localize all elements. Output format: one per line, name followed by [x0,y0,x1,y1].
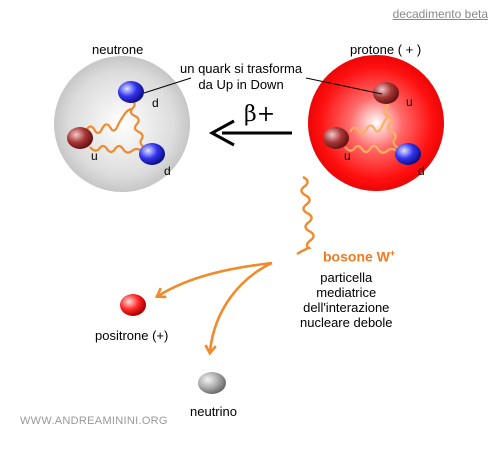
mediator-line-2: mediatrice [316,285,377,300]
mediator-line-3: dell'interazione [303,300,390,315]
neutron-gluon-2 [129,99,146,149]
neutron-gluon-3 [89,144,143,154]
diagram-caption: decadimento beta [392,7,488,21]
neutrino-particle [198,372,226,394]
quark-note-line-2: da Up in Down [198,77,284,92]
neutron-title: neutrone [92,42,144,57]
w-boson-name: bosone W [323,248,390,265]
neutron-quark-label-d-top: d [152,96,159,110]
proton-title: protone ( + ) [350,42,422,57]
proton-gluon-1 [349,115,389,136]
neutron-down-quark-top [118,81,144,103]
proton-up-quark-left [323,127,349,149]
quark-note-line-1: un quark si trasforma [180,61,303,76]
mediator-line-1: particella [320,270,373,285]
neutron-down-quark-bottom [139,143,165,165]
proton-down-quark [395,143,421,165]
positron-particle [120,294,146,316]
note-pointer-line-left [143,77,192,94]
proton-quark-label-u-top: u [406,95,413,109]
positron-arrow [154,261,273,299]
proton-gluon-2 [382,99,399,149]
proton-quark-label-u-left: u [344,149,351,163]
mediator-description: particella mediatrice dell'interazione n… [300,270,393,330]
proton-gluon-3 [344,144,398,154]
neutron-quark-label-u: u [91,149,98,163]
note-pointer-line [305,77,383,95]
neutron-quark-label-d-bottom: d [164,164,171,178]
neutrino-arrow [204,261,273,356]
beta-plus-label: β+ [244,102,276,127]
w-boson-charge: + [389,248,396,258]
mediator-line-4: nucleare debole [300,315,393,330]
w-boson-wave [296,175,315,256]
neutrino-label: neutrino [190,404,237,419]
quark-transform-note: un quark si trasforma da Up in Down [180,61,302,93]
neutron-gluon-1 [85,107,133,135]
neutron-up-quark [67,127,93,149]
proton-up-quark-top [373,82,399,104]
proton-quark-label-d: d [418,164,425,178]
site-watermark: WWW.ANDREAMININI.ORG [20,415,168,427]
w-boson-label: bosone W+ [323,249,395,264]
positron-label: positrone (+) [95,328,169,343]
beta-arrow-head [208,119,235,147]
